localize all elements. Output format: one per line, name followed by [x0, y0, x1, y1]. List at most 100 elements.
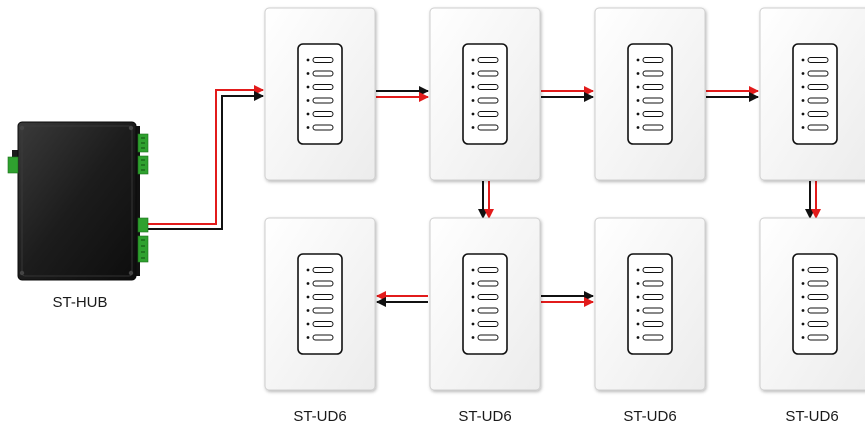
keypad-button — [477, 70, 499, 77]
button-led — [471, 112, 475, 116]
hub-device-icon — [7, 121, 149, 281]
keypad-button — [477, 280, 499, 287]
keypad-module — [297, 43, 343, 145]
keypad-button — [642, 267, 664, 273]
button-led — [471, 322, 475, 326]
keypad-button — [477, 111, 499, 117]
button-led — [801, 85, 805, 89]
keypad-button — [807, 321, 829, 327]
keypad-button — [807, 294, 829, 300]
keypad-module — [792, 253, 838, 355]
keypad-button — [807, 97, 829, 104]
wire-red-hub-to-keypad-1 — [148, 85, 264, 225]
button-led — [471, 268, 475, 272]
button-led — [306, 126, 310, 129]
button-led — [801, 309, 805, 312]
keypad-button — [642, 334, 664, 341]
keypad-plate-icon — [759, 7, 865, 181]
button-led — [801, 126, 805, 129]
keypad-button — [312, 267, 334, 273]
keypad-button — [477, 334, 499, 341]
keypad-plate-icon — [759, 217, 865, 391]
wires — [148, 85, 821, 307]
button-led — [306, 99, 310, 102]
keypad-button — [312, 111, 334, 117]
button-led — [636, 72, 640, 75]
keypad-button — [642, 70, 664, 77]
keypad-button — [807, 124, 829, 131]
keypad-plate-icon — [264, 217, 376, 391]
device-label-4: ST-UD6 — [785, 408, 839, 425]
keypad-module — [462, 253, 508, 355]
button-led — [801, 72, 805, 75]
button-led — [801, 99, 805, 102]
keypad-button — [477, 294, 499, 300]
keypad-button — [642, 124, 664, 131]
button-led — [636, 58, 640, 62]
button-led — [636, 85, 640, 89]
button-led — [306, 336, 310, 339]
button-led — [306, 322, 310, 326]
button-led — [636, 99, 640, 102]
button-led — [801, 58, 805, 62]
keypad-module — [627, 43, 673, 145]
button-led — [801, 282, 805, 285]
keypad-button — [807, 307, 829, 314]
keypad-plate-icon — [429, 7, 541, 181]
keypad-button — [642, 84, 664, 90]
keypad-module — [792, 43, 838, 145]
button-led — [306, 295, 310, 299]
wire-black-hub-to-keypad-1 — [148, 91, 264, 230]
keypad-button — [312, 70, 334, 77]
button-led — [801, 295, 805, 299]
keypad-button — [642, 280, 664, 287]
button-led — [306, 282, 310, 285]
button-led — [306, 58, 310, 62]
button-led — [636, 336, 640, 339]
button-led — [636, 295, 640, 299]
button-led — [801, 268, 805, 272]
keypad-button — [477, 97, 499, 104]
keypad-button — [642, 57, 664, 63]
keypad-plate-icon — [594, 217, 706, 391]
keypad-button — [477, 307, 499, 314]
keypad-button — [312, 57, 334, 63]
keypad-button — [642, 111, 664, 117]
keypad-module — [462, 43, 508, 145]
keypad-button — [312, 294, 334, 300]
hub-label: ST-HUB — [52, 294, 108, 311]
button-led — [306, 268, 310, 272]
keypad-plate-icon — [594, 7, 706, 181]
button-led — [471, 295, 475, 299]
button-led — [636, 112, 640, 116]
keypad-module — [627, 253, 673, 355]
keypad-module — [297, 253, 343, 355]
button-led — [471, 58, 475, 62]
button-led — [636, 126, 640, 129]
button-led — [636, 322, 640, 326]
button-led — [471, 126, 475, 129]
keypad-button — [312, 321, 334, 327]
button-led — [801, 336, 805, 339]
button-led — [471, 282, 475, 285]
button-led — [471, 336, 475, 339]
keypad-plate-icon — [429, 217, 541, 391]
button-led — [636, 268, 640, 272]
button-led — [471, 85, 475, 89]
button-led — [306, 72, 310, 75]
keypad-button — [642, 307, 664, 314]
button-led — [471, 72, 475, 75]
keypad-button — [312, 334, 334, 341]
hub-body — [17, 121, 137, 281]
keypad-button — [807, 267, 829, 273]
button-led — [636, 282, 640, 285]
device-label-2: ST-UD6 — [458, 408, 512, 425]
keypad-button — [312, 307, 334, 314]
keypad-button — [312, 124, 334, 131]
device-label-3: ST-UD6 — [623, 408, 677, 425]
keypad-button — [312, 84, 334, 90]
keypad-button — [642, 321, 664, 327]
button-led — [306, 112, 310, 116]
button-led — [306, 309, 310, 312]
